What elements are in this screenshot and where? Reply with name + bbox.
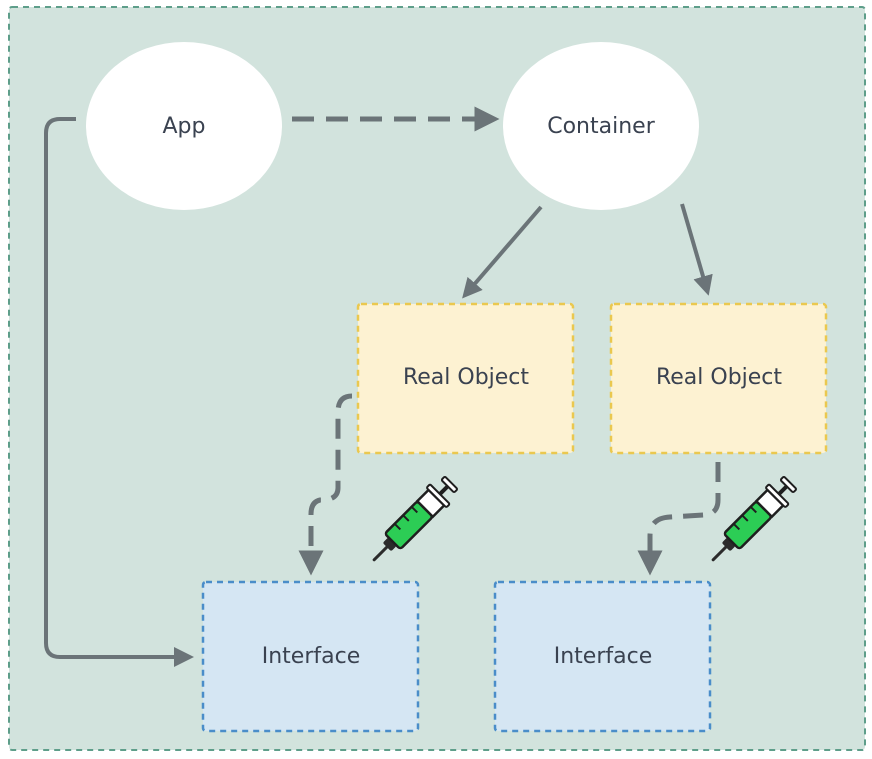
node-real-object-2: [609, 302, 828, 455]
edge-container-to-real-object-1: [462, 205, 543, 299]
node-interface-1: [201, 580, 420, 733]
node-interface-1-label: Interface: [262, 644, 361, 669]
edge-real-object-1-to-interface-1: [298, 393, 353, 576]
syringe-icon: [372, 476, 458, 562]
edge-real-object-2-to-interface-2: [637, 462, 721, 576]
node-real-object-1: [356, 302, 575, 455]
edge-app-to-interface-1: [44, 117, 194, 667]
node-app: [86, 42, 282, 210]
syringe-icon: [711, 476, 797, 562]
node-interface-2-label: Interface: [554, 644, 653, 669]
node-real-object-1-label: Real Object: [403, 365, 529, 390]
node-interface-2: [493, 580, 712, 733]
node-app-label: App: [163, 114, 206, 139]
edge-container-to-real-object-2: [680, 203, 713, 296]
node-container-label: Container: [547, 114, 655, 139]
node-container: [503, 42, 699, 210]
node-real-object-2-label: Real Object: [656, 365, 782, 390]
